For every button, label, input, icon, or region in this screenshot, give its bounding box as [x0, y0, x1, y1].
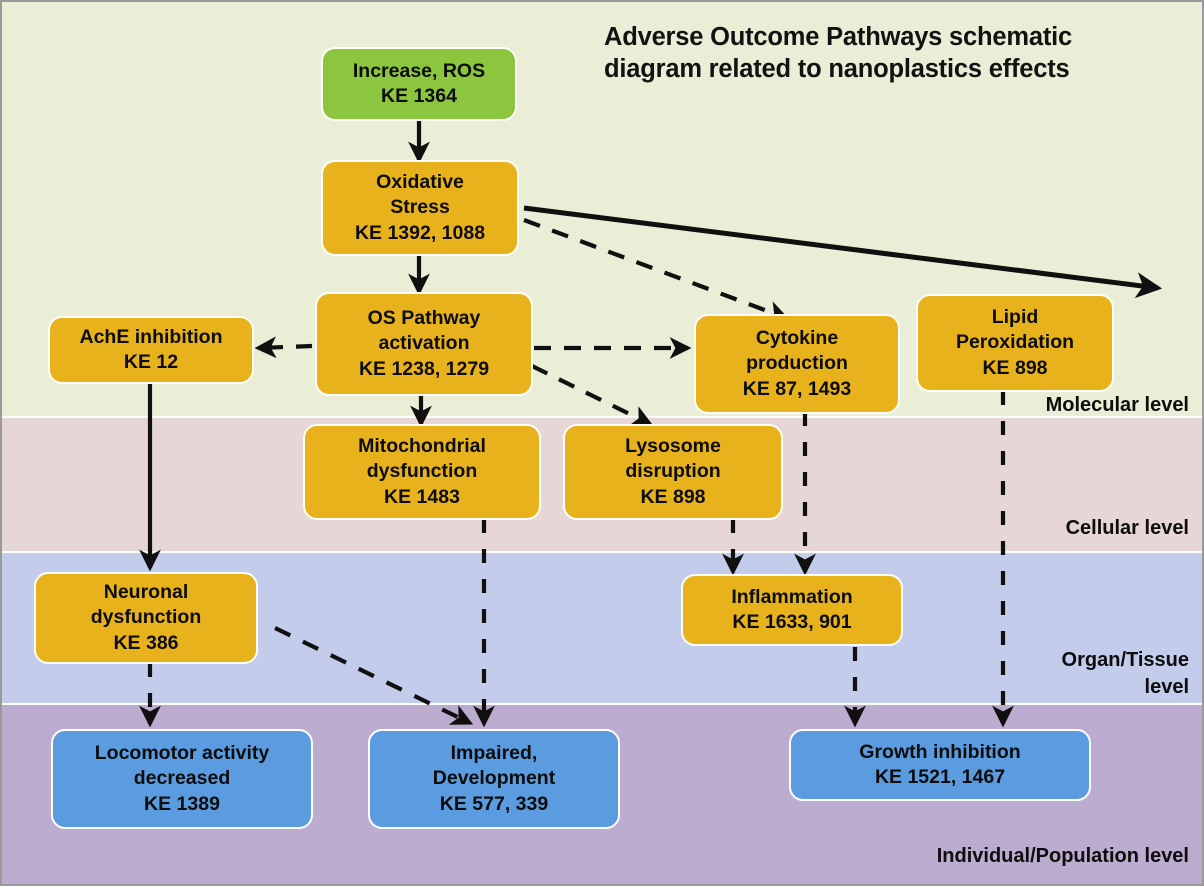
edge-neuronal-to-impaired	[274, 626, 474, 725]
node-inflammation[interactable]: Inflammation KE 1633, 901	[681, 574, 903, 646]
node-line: production	[746, 352, 848, 375]
band-divider	[0, 703, 1204, 705]
node-ache-inhibition[interactable]: AchE inhibition KE 12	[48, 316, 254, 384]
node-impaired-development[interactable]: Impaired, Development KE 577, 339	[368, 729, 620, 829]
level-label-cellular: Cellular level	[1065, 517, 1189, 539]
node-line: KE 1633, 901	[732, 611, 852, 633]
node-line: Development	[432, 767, 556, 790]
node-locomotor-activity-decreased[interactable]: Locomotor activity decreased KE 1389	[51, 729, 313, 829]
node-line: KE 1389	[144, 792, 220, 815]
node-line: KE 386	[113, 631, 179, 654]
node-line: KE 1392, 1088	[354, 221, 486, 244]
node-line: Increase, ROS	[352, 59, 486, 82]
node-line: Stress	[390, 196, 450, 219]
band-divider	[0, 416, 1204, 418]
node-line: KE 12	[123, 351, 179, 373]
level-label-molecular: Molecular level	[1045, 394, 1189, 416]
level-label-individual-population: Individual/Population level	[936, 845, 1189, 867]
node-line: KE 1521, 1467	[874, 766, 1006, 788]
node-lipid-peroxidation[interactable]: Lipid Peroxidation KE 898	[916, 294, 1114, 392]
node-line: activation	[378, 332, 470, 355]
node-line: Lipid	[991, 305, 1039, 328]
node-cytokine-production[interactable]: Cytokine production KE 87, 1493	[694, 314, 900, 414]
node-line: Locomotor activity	[94, 741, 270, 764]
page-title: Adverse Outcome Pathways schematic diagr…	[604, 22, 1164, 85]
node-line: Impaired,	[450, 741, 538, 764]
node-line: Cytokine	[755, 326, 839, 349]
edge-ospathway-to-lysosome	[531, 364, 654, 426]
edge-oxidative-to-lipid	[523, 205, 1163, 299]
node-line: Neuronal	[103, 580, 189, 603]
node-increase-ros[interactable]: Increase, ROS KE 1364	[321, 47, 517, 121]
node-line: Peroxidation	[955, 331, 1075, 354]
node-lysosome-disruption[interactable]: Lysosome disruption KE 898	[563, 424, 783, 520]
node-line: OS Pathway	[367, 306, 481, 329]
node-line: disruption	[625, 460, 721, 483]
node-line: Mitochondrial	[358, 434, 486, 457]
node-line: KE 898	[640, 485, 706, 508]
node-oxidative-stress[interactable]: Oxidative Stress KE 1392, 1088	[321, 160, 519, 256]
node-os-pathway-activation[interactable]: OS Pathway activation KE 1238, 1279	[315, 292, 533, 396]
title-line-1: Adverse Outcome Pathways schematic	[604, 23, 1072, 51]
node-line: Oxidative	[376, 170, 464, 193]
level-label-organ-tissue: Organ/Tissue level	[1061, 649, 1189, 698]
node-line: KE 1483	[384, 485, 460, 508]
node-neuronal-dysfunction[interactable]: Neuronal dysfunction KE 386	[34, 572, 258, 664]
node-line: KE 1364	[381, 85, 457, 107]
node-mitochondrial-dysfunction[interactable]: Mitochondrial dysfunction KE 1483	[303, 424, 541, 520]
band-divider	[0, 551, 1204, 553]
node-line: dysfunction	[90, 606, 202, 629]
title-line-2: diagram related to nanoplastics effects	[604, 54, 1070, 83]
node-line: dysfunction	[366, 460, 478, 483]
node-line: KE 577, 339	[439, 792, 549, 815]
node-line: KE 1238, 1279	[358, 357, 490, 380]
node-line: KE 87, 1493	[742, 377, 852, 400]
node-line: AchE inhibition	[79, 325, 223, 348]
node-line: Lysosome	[625, 434, 721, 457]
node-line: decreased	[133, 767, 231, 790]
node-line: Growth inhibition	[859, 740, 1021, 763]
node-line: KE 898	[982, 356, 1048, 379]
node-line: Inflammation	[731, 585, 853, 608]
edge-oxidative-to-cytokine	[523, 218, 790, 322]
edge-ospathway-to-ache	[254, 336, 313, 359]
node-growth-inhibition[interactable]: Growth inhibition KE 1521, 1467	[789, 729, 1091, 801]
